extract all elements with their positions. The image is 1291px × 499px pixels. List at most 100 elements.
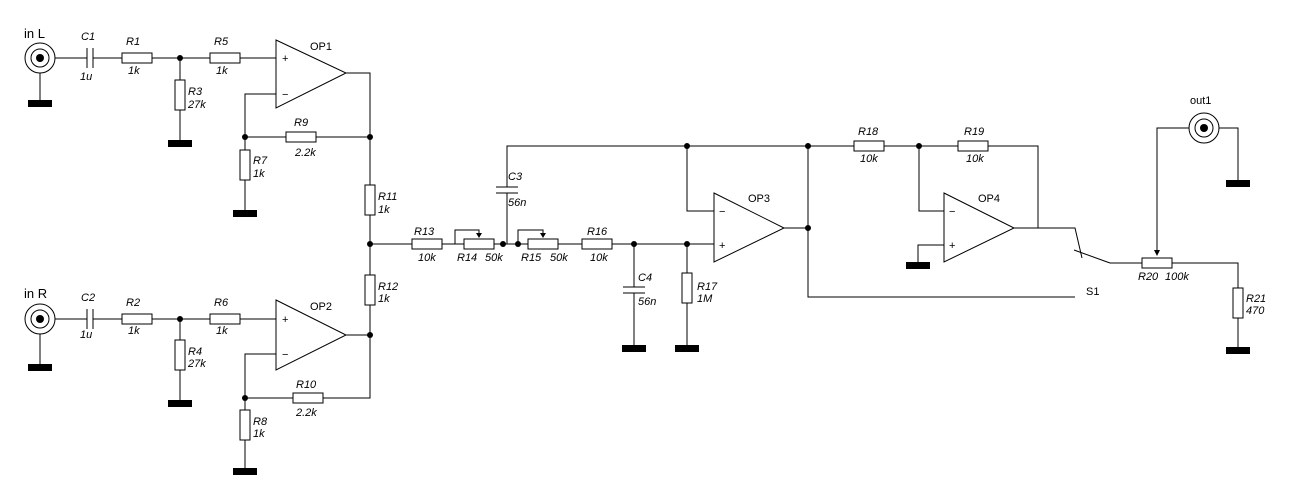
svg-text:2.2k: 2.2k [294,147,316,159]
opamp-op2: + − OP2 [275,299,348,371]
resistor-r21: R21 470 [1232,287,1266,319]
svg-text:R18: R18 [858,126,879,138]
svg-text:−: − [949,206,955,218]
jack-out1: out1 [1188,95,1220,144]
svg-text:R17: R17 [697,281,718,293]
svg-text:R12: R12 [378,281,398,293]
capacitor-c4: C4 56n [623,272,656,308]
svg-text:C2: C2 [81,292,95,304]
ground-symbol [233,468,257,475]
potentiometer-r15: R15 50k [521,233,568,264]
jack-in-r-label: in R [24,286,47,301]
svg-text:50k: 50k [485,252,503,264]
svg-text:10k: 10k [860,153,878,165]
svg-text:R1: R1 [126,36,140,48]
resistor-r3: R3 27k [174,79,206,111]
jack-in-l: in L [24,26,56,74]
ground-symbol [233,210,257,217]
svg-text:−: − [282,349,288,361]
svg-text:+: + [282,53,288,65]
resistor-r11: R11 1k [364,184,397,216]
svg-text:S1: S1 [1086,286,1099,298]
svg-text:R11: R11 [378,191,397,203]
jack-in-r: in R [24,286,56,335]
svg-text:OP4: OP4 [978,193,1000,205]
ground-symbols [28,100,1250,475]
svg-text:R8: R8 [253,416,268,428]
ground-symbol [28,364,52,371]
svg-text:1u: 1u [80,329,92,341]
resistor-r2: R2 1k [121,297,153,337]
svg-text:1u: 1u [80,71,92,83]
switch-s1: S1 [1086,286,1099,298]
svg-text:OP3: OP3 [748,193,770,205]
svg-text:R6: R6 [214,297,229,309]
resistor-r10: R10 2.2k [292,379,324,419]
svg-text:50k: 50k [550,252,568,264]
junction-dots [177,55,922,401]
svg-text:+: + [282,314,288,326]
ground-symbol [1226,180,1250,187]
resistor-r12: R12 1k [364,274,398,306]
ground-symbol [675,345,699,352]
resistor-r19: R19 10k [957,126,989,165]
svg-text:R9: R9 [294,117,308,129]
svg-text:10k: 10k [966,153,984,165]
svg-text:+: + [719,240,725,252]
svg-text:R20: R20 [1138,271,1159,283]
ground-symbol [168,400,192,407]
capacitor-c2: C2 1u [80,292,95,341]
capacitor-c1: C1 1u [80,31,95,83]
resistor-r13: R13 10k [411,226,443,264]
svg-text:1k: 1k [128,65,140,77]
ground-symbol [1226,347,1250,354]
ground-symbol [906,262,930,269]
svg-text:470: 470 [1246,305,1265,317]
svg-text:R13: R13 [414,226,435,238]
svg-text:C4: C4 [638,272,652,284]
svg-text:R19: R19 [964,126,984,138]
resistor-r8: R8 1k [239,409,268,441]
resistor-r6: R6 1k [209,297,241,337]
ground-symbol [622,345,646,352]
svg-text:27k: 27k [187,358,206,370]
svg-text:−: − [282,89,288,101]
svg-text:R4: R4 [188,346,202,358]
svg-text:R14: R14 [457,252,477,264]
svg-text:+: + [949,240,955,252]
resistor-r9: R9 2.2k [285,117,317,159]
svg-text:R5: R5 [214,36,229,48]
jack-out1-label: out1 [1190,95,1211,107]
svg-text:R21: R21 [1246,293,1266,305]
svg-text:1k: 1k [128,325,140,337]
svg-text:10k: 10k [590,252,608,264]
svg-text:100k: 100k [1165,271,1189,283]
resistor-r1: R1 1k [121,36,153,77]
svg-text:27k: 27k [187,99,206,111]
svg-text:56n: 56n [638,296,656,308]
svg-text:1k: 1k [216,65,228,77]
wires [39,57,1239,468]
resistor-r5: R5 1k [209,36,241,77]
svg-text:1k: 1k [216,325,228,337]
opamp-op4: − + OP4 [943,192,1016,263]
svg-text:1M: 1M [697,293,713,305]
svg-text:R3: R3 [188,86,203,98]
resistor-r18: R18 10k [853,126,885,165]
potentiometer-r14: R14 50k [457,233,503,264]
svg-text:OP1: OP1 [310,41,332,53]
svg-text:R7: R7 [253,155,268,167]
svg-text:1k: 1k [253,168,265,180]
svg-text:1k: 1k [253,428,265,440]
ground-symbol [28,100,52,107]
svg-text:10k: 10k [418,252,436,264]
opamp-op1: + − OP1 [275,39,348,109]
resistor-r16: R16 10k [581,226,613,264]
ground-symbol [168,140,192,147]
svg-text:R10: R10 [296,379,317,391]
svg-text:C1: C1 [81,31,95,43]
capacitor-c3: C3 56n [496,171,526,209]
svg-text:R2: R2 [126,297,140,309]
jack-in-l-label: in L [24,26,45,41]
resistor-r17: R17 1M [681,272,718,305]
